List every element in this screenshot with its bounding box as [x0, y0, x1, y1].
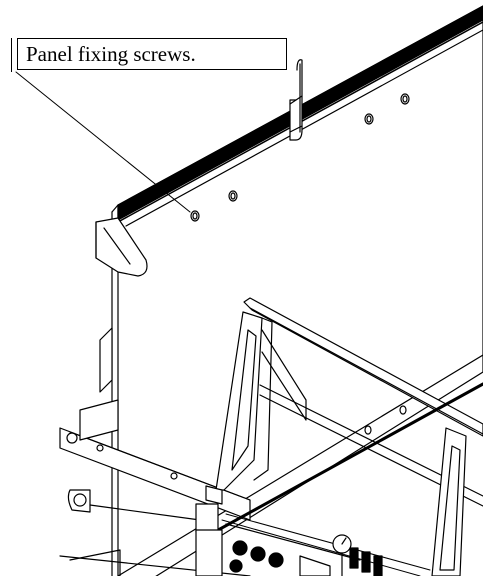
panel-bracket	[95, 217, 148, 393]
valve-assembly	[195, 485, 431, 576]
front-rail	[198, 297, 483, 542]
screw-hole	[364, 113, 374, 125]
panel-fixing-screws	[190, 93, 410, 435]
screw-hole	[228, 190, 238, 202]
left-rail	[59, 399, 251, 576]
left-upright	[215, 311, 307, 491]
screw-hole	[400, 93, 410, 105]
callout: Panel fixing screws.	[11, 38, 290, 72]
callout-label: Panel fixing screws.	[17, 38, 287, 70]
screw-hole	[190, 210, 200, 222]
callout-leader-line	[15, 71, 191, 213]
right-upright	[431, 427, 467, 576]
panel-hook	[289, 59, 303, 141]
